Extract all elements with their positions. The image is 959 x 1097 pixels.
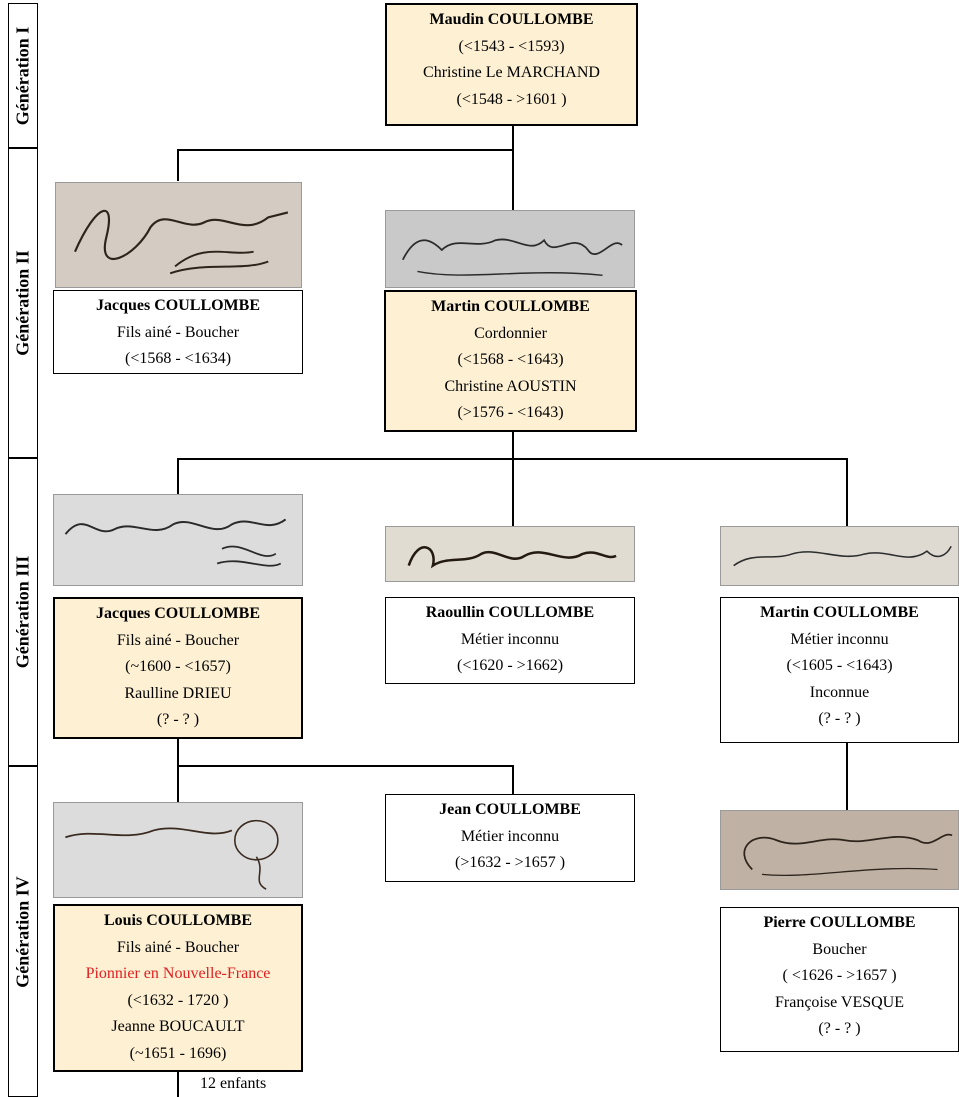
connector (846, 458, 848, 526)
pioneer-note: Pionnier en Nouvelle-France (85, 965, 271, 982)
connector (177, 1070, 179, 1097)
signature-jacques-1 (55, 182, 302, 288)
person-detail: Fils ainé - Boucher (116, 631, 240, 649)
person-detail: Raulline DRIEU (124, 684, 232, 702)
person-name: Louis COULLOMBE (103, 912, 253, 929)
children-count: 12 enfants (200, 1075, 267, 1092)
person-detail: Métier inconnu (790, 630, 889, 648)
signature-martin-2 (720, 526, 959, 586)
person-detail: (~1651 - 1696) (129, 1044, 227, 1062)
person-name: Raoullin COULLOMBE (425, 604, 595, 621)
person-name: Martin COULLOMBE (760, 604, 919, 621)
person-detail: (<1548 - >1601 ) (456, 90, 567, 108)
signature-jacques-2 (53, 494, 303, 586)
person-detail: Christine Le MARCHAND (423, 64, 600, 81)
signature-raoullin (385, 526, 635, 582)
person-name: Pierre COULLOMBE (763, 914, 916, 931)
person-detail: Métier inconnu (460, 827, 560, 845)
person-detail: (? - ? ) (818, 1020, 861, 1037)
connector (512, 458, 514, 526)
person-martin-coullombe-1: Martin COULLOMBE Cordonnier (<1568 - <16… (384, 290, 637, 432)
signature-martin-1 (385, 210, 635, 288)
connector (177, 458, 179, 494)
person-detail: (<1605 - <1643) (786, 657, 893, 674)
connector (512, 765, 514, 795)
person-detail: (? - ? ) (818, 710, 861, 727)
connector (512, 149, 514, 210)
person-detail: (? - ? ) (156, 711, 200, 728)
person-detail: Jeanne BOUCAULT (111, 1018, 245, 1035)
connector (177, 149, 514, 151)
generation-2-label: Génération II (8, 148, 38, 458)
connector (846, 742, 848, 810)
person-name: Jacques COULLOMBE (95, 297, 260, 314)
person-name: Jean COULLOMBE (439, 801, 581, 818)
generation-3-label: Génération III (8, 458, 38, 766)
person-detail: (~1600 - <1657) (125, 658, 231, 675)
person-detail: Métier inconnu (460, 630, 560, 648)
person-name: Maudin COULLOMBE (429, 11, 594, 28)
person-detail: Cordonnier (474, 324, 547, 342)
person-pierre-coullombe: Pierre COULLOMBE Boucher ( <1626 - >1657… (720, 907, 959, 1052)
person-detail: ( <1626 - >1657 ) (782, 967, 897, 984)
generation-4-label: Génération IV (8, 766, 38, 1097)
connector (177, 738, 179, 802)
person-jean-coullombe: Jean COULLOMBE Métier inconnu (>1632 - >… (385, 794, 635, 882)
connector (512, 430, 514, 460)
person-name: Jacques COULLOMBE (95, 605, 260, 622)
person-detail: (<1568 - <1634) (124, 350, 232, 367)
connector (177, 149, 179, 181)
person-raoullin-coullombe: Raoullin COULLOMBE Métier inconnu (<1620… (385, 597, 635, 684)
person-jacques-coullombe-2: Jacques COULLOMBE Fils ainé - Boucher (~… (53, 597, 303, 739)
person-maudin-coullombe: Maudin COULLOMBE (<1543 - <1593) Christi… (385, 3, 638, 126)
signature-pierre (720, 810, 959, 890)
person-detail: Fils ainé - Boucher (116, 938, 240, 956)
connector (512, 124, 514, 150)
person-detail: (<1620 - >1662) (456, 657, 564, 674)
person-detail: Boucher (812, 940, 867, 958)
person-detail: Fils ainé - Boucher (116, 323, 240, 341)
person-detail: Inconnue (809, 683, 870, 701)
person-detail: (<1543 - <1593) (458, 37, 565, 55)
person-louis-coullombe: Louis COULLOMBE Fils ainé - Boucher Pion… (53, 904, 303, 1072)
person-detail: (<1568 - <1643) (457, 351, 564, 368)
person-detail: (>1632 - >1657 ) (454, 854, 566, 871)
person-name: Martin COULLOMBE (431, 298, 590, 315)
person-detail: Françoise VESQUE (774, 993, 905, 1011)
person-martin-coullombe-2: Martin COULLOMBE Métier inconnu (<1605 -… (720, 597, 959, 743)
person-jacques-coullombe-1: Jacques COULLOMBE Fils ainé - Boucher (<… (53, 290, 303, 374)
generation-1-label: Génération I (8, 3, 38, 148)
person-detail: (<1632 - 1720 ) (127, 991, 229, 1009)
connector (177, 765, 514, 767)
person-detail: (>1576 - <1643) (457, 404, 564, 421)
person-detail: Christine AOUSTIN (444, 377, 577, 395)
signature-louis (53, 802, 303, 898)
